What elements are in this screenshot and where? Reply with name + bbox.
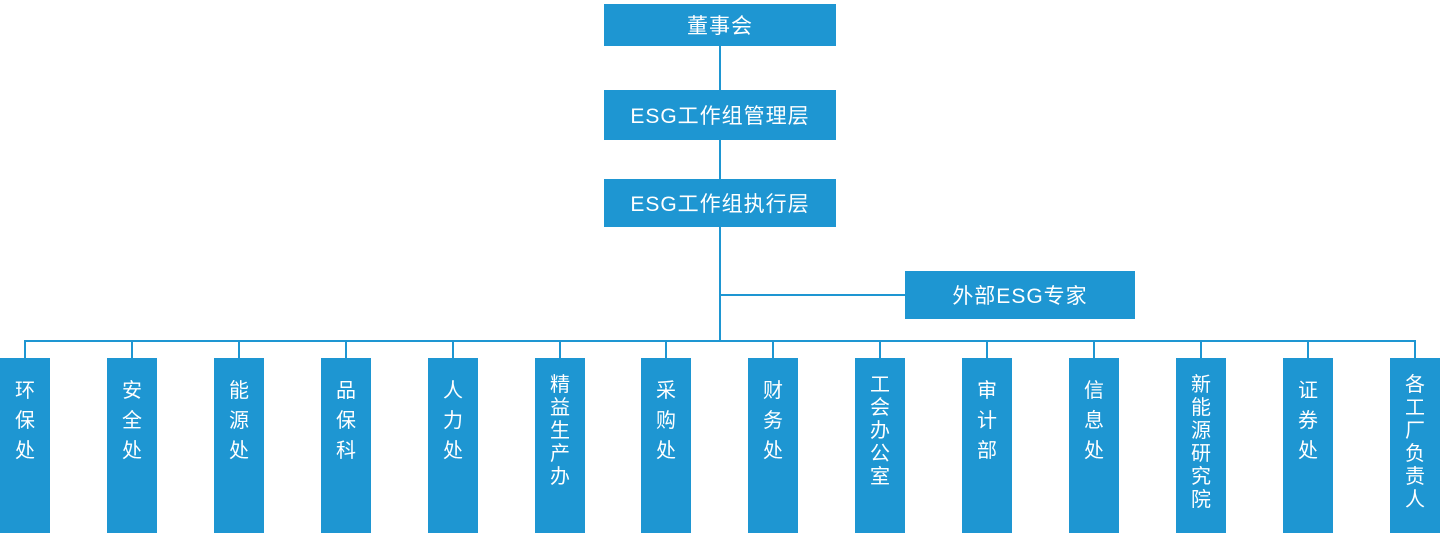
dept-label: 信息处	[1084, 380, 1104, 462]
org-node-dept-anquanchu: 安全处	[107, 358, 157, 533]
dept-label: 工会办公室	[870, 374, 890, 488]
dept-label: 能源处	[229, 380, 249, 462]
dept-label: 审计部	[977, 380, 997, 462]
connector-execution-to-bus	[719, 227, 721, 341]
dept-label: 财务处	[763, 380, 783, 462]
org-node-external-esg-expert: 外部ESG专家	[905, 271, 1135, 319]
org-node-dept-gegongchangfuzeren: 各工厂负责人	[1390, 358, 1440, 533]
connector-drop-caiwuchu	[772, 341, 774, 358]
connector-drop-xinnengyuanyanjiuyuan	[1200, 341, 1202, 358]
connector-drop-anquanchu	[131, 341, 133, 358]
dept-label: 人力处	[443, 380, 463, 462]
org-node-dept-caigouchu: 采购处	[641, 358, 691, 533]
org-node-dept-renlichu: 人力处	[428, 358, 478, 533]
connector-drop-gonghuibangongshi	[879, 341, 881, 358]
connector-drop-jingyishengchanban	[559, 341, 561, 358]
connector-drop-renlichu	[452, 341, 454, 358]
org-node-esg-management-label: ESG工作组管理层	[630, 105, 810, 128]
dept-label: 环保处	[15, 380, 35, 462]
dept-label: 精益生产办	[550, 374, 570, 488]
org-node-esg-management: ESG工作组管理层	[604, 90, 836, 140]
org-node-dept-caiwuchu: 财务处	[748, 358, 798, 533]
org-node-dept-zhengquanchu: 证券处	[1283, 358, 1333, 533]
dept-label: 安全处	[122, 380, 142, 462]
org-node-board: 董事会	[604, 4, 836, 46]
connector-drop-caigouchu	[665, 341, 667, 358]
connector-drop-gegongchangfuzeren	[1414, 341, 1416, 358]
connector-drop-shenjibu	[986, 341, 988, 358]
org-node-dept-jingyishengchanban: 精益生产办	[535, 358, 585, 533]
org-node-esg-execution: ESG工作组执行层	[604, 179, 836, 227]
org-node-esg-execution-label: ESG工作组执行层	[630, 193, 810, 216]
connector-drop-zhengquanchu	[1307, 341, 1309, 358]
org-node-dept-pinbaoke: 品保科	[321, 358, 371, 533]
dept-label: 品保科	[336, 380, 356, 462]
dept-label: 新能源研究院	[1191, 374, 1211, 511]
connector-drop-nengyuanchu	[238, 341, 240, 358]
connector-drop-pinbaoke	[345, 341, 347, 358]
org-node-dept-nengyuanchu: 能源处	[214, 358, 264, 533]
org-node-dept-shenjibu: 审计部	[962, 358, 1012, 533]
connector-bus	[24, 340, 1416, 342]
org-node-dept-gonghuibangongshi: 工会办公室	[855, 358, 905, 533]
connector-drop-huanbaochu	[24, 341, 26, 358]
connector-management-to-execution	[719, 140, 721, 179]
dept-label: 采购处	[656, 380, 676, 462]
dept-label: 各工厂负责人	[1405, 374, 1425, 511]
org-node-dept-xinxichu: 信息处	[1069, 358, 1119, 533]
connector-drop-xinxichu	[1093, 341, 1095, 358]
org-node-dept-huanbaochu: 环保处	[0, 358, 50, 533]
org-node-dept-xinnengyuanyanjiuyuan: 新能源研究院	[1176, 358, 1226, 533]
org-node-external-esg-expert-label: 外部ESG专家	[952, 285, 1088, 308]
connector-board-to-management	[719, 46, 721, 90]
connector-to-external-expert	[720, 294, 906, 296]
org-node-board-label: 董事会	[687, 15, 753, 38]
dept-label: 证券处	[1298, 380, 1318, 462]
